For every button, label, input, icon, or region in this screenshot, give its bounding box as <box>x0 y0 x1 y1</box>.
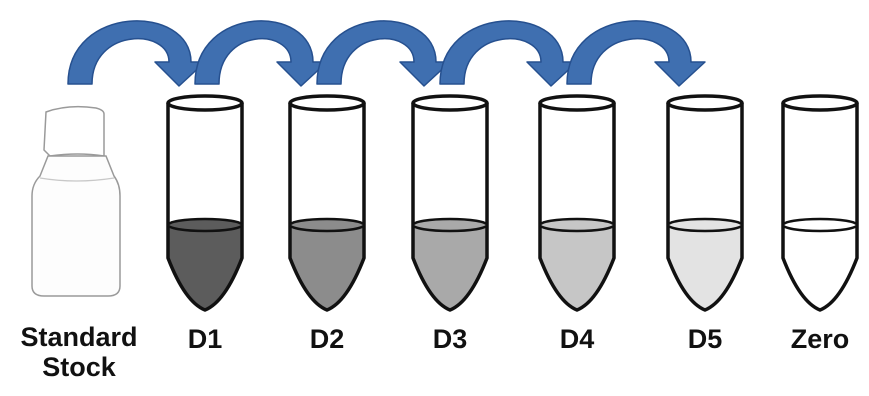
tube-liquid <box>413 225 487 310</box>
tube-liquid <box>168 225 242 310</box>
standard-stock-label: Standard Stock <box>0 322 158 382</box>
tube-label-d2: D2 <box>309 324 345 354</box>
tube-d4 <box>538 94 616 312</box>
tube-outline <box>538 103 616 312</box>
tube-rim <box>666 94 744 112</box>
tube-liquid <box>668 225 742 310</box>
tube-outline <box>166 103 244 312</box>
tube-label-d4: D4 <box>559 324 595 354</box>
tube-outline <box>411 103 489 312</box>
tube-meniscus <box>411 217 489 233</box>
tube-outline <box>666 103 744 312</box>
tube-zero <box>781 94 859 312</box>
standard-stock-label-line2: Stock <box>42 352 116 382</box>
tube-label-d1: D1 <box>187 324 223 354</box>
tube-rim <box>538 94 616 112</box>
tube-meniscus <box>288 217 366 233</box>
bottle-shoulder-line <box>39 177 115 182</box>
tube-d1 <box>166 94 244 312</box>
transfer-arrow-d3 <box>316 20 451 87</box>
transfer-arrow-d2 <box>194 20 328 87</box>
tube-outline <box>781 103 859 312</box>
dilution-tubes <box>166 94 859 312</box>
transfer-arrows <box>67 20 706 87</box>
standard-stock-bottle <box>31 105 121 297</box>
bottle-body <box>31 155 121 297</box>
tube-d2 <box>288 94 366 312</box>
tube-rim <box>166 94 244 112</box>
tube-d3 <box>411 94 489 312</box>
tube-label-d3: D3 <box>432 324 468 354</box>
tube-meniscus <box>166 217 244 233</box>
tube-outline <box>288 103 366 312</box>
tube-label-d5: D5 <box>687 324 723 354</box>
tube-label-zero: Zero <box>790 324 850 354</box>
tube-meniscus <box>538 217 616 233</box>
tube-rim <box>781 94 859 112</box>
tube-rim <box>288 94 366 112</box>
standard-stock-label-line1: Standard <box>20 322 138 352</box>
bottle-cap <box>43 105 105 157</box>
tube-meniscus <box>781 217 859 233</box>
tube-liquid <box>290 225 364 310</box>
tube-liquid <box>783 225 857 310</box>
transfer-arrow-d5 <box>566 20 706 87</box>
transfer-arrow-d1 <box>67 20 206 87</box>
tube-rim <box>411 94 489 112</box>
tube-d5 <box>666 94 744 312</box>
tube-liquid <box>540 225 614 310</box>
tube-meniscus <box>666 217 744 233</box>
transfer-arrow-d4 <box>439 20 578 87</box>
